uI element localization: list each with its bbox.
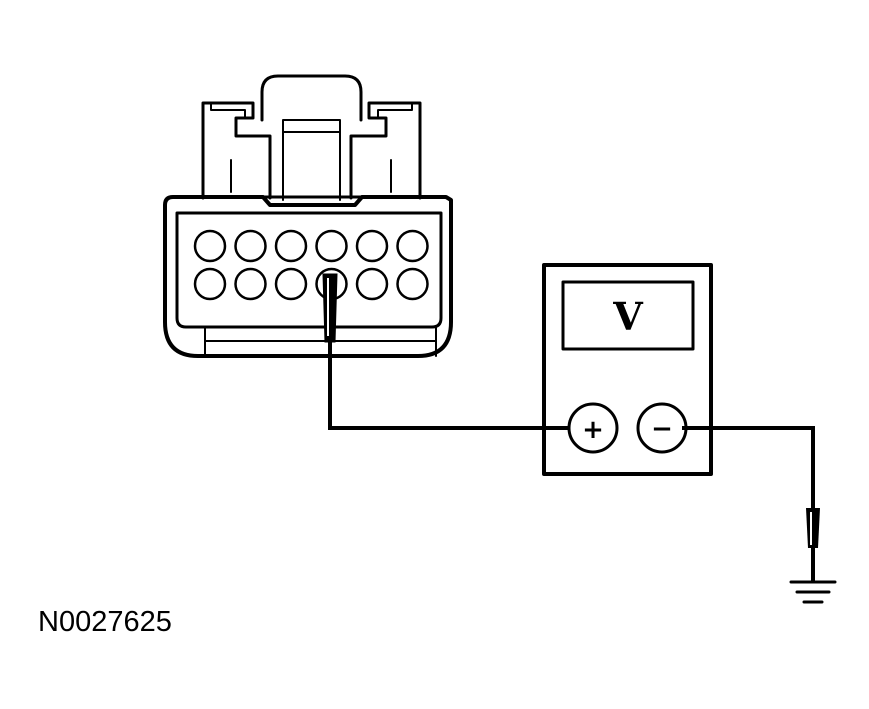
positive-test-lead [328, 340, 570, 430]
back-probe-tip [322, 273, 338, 343]
connector-left-latch [201, 101, 272, 200]
cavity-r1-c3 [274, 229, 308, 263]
cavity-r1-c2 [234, 229, 267, 263]
cavity-r2-c1 [193, 267, 227, 301]
cavity-r1-c5 [355, 229, 389, 263]
cavity-r1-c6 [396, 229, 429, 263]
cavity-r2-c2 [234, 267, 267, 301]
positive-terminal-label: + [582, 415, 604, 445]
cavity-r2-c3 [274, 267, 308, 301]
cavity-r1-c4 [315, 229, 348, 263]
connector-cavities [193, 229, 429, 301]
negative-terminal: − [636, 402, 688, 454]
ground-clip [806, 508, 820, 548]
cavity-r1-c1 [193, 229, 227, 263]
electrical-connector [163, 74, 453, 358]
multimeter-body [542, 263, 713, 476]
test-leads [322, 273, 820, 582]
negative-terminal-label: − [651, 414, 673, 444]
display-unit-text: V [612, 294, 644, 339]
multimeter-display [561, 280, 695, 351]
negative-test-lead [682, 426, 815, 512]
cavity-r2-c5 [355, 267, 389, 301]
figure-id: N0027625 [38, 606, 172, 638]
positive-terminal: + [567, 402, 619, 454]
ground-symbol [789, 580, 837, 604]
connector-body [163, 195, 453, 358]
connector-lock-tab [260, 74, 363, 122]
multimeter: V + − [542, 263, 713, 476]
cavity-r2-c6 [396, 267, 429, 301]
